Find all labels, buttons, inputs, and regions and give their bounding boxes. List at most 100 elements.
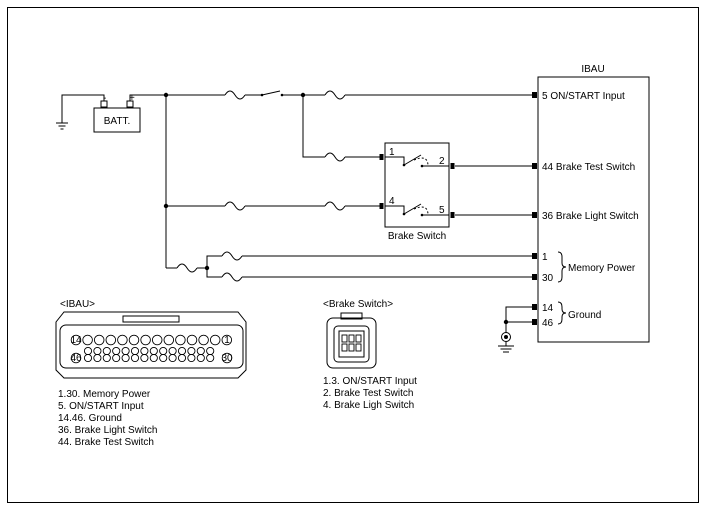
- ibau-connector-pin: [112, 346, 121, 356]
- ibau-connector-pin: [93, 346, 102, 356]
- wire: [385, 205, 405, 214]
- wire: [206, 268, 222, 278]
- ibau-pin-36-label: 36 Brake Light Switch: [542, 211, 639, 222]
- ibau-connector-pin: [70, 352, 82, 364]
- ibau-connector-pin: [168, 353, 177, 363]
- ibau-connector-pin: [121, 346, 130, 356]
- ibau-connector-pin: [140, 334, 151, 346]
- fuse-3: [324, 152, 346, 162]
- ibau-connector-pin-label: 30: [221, 353, 233, 364]
- brake-switch-body: [384, 142, 450, 228]
- ibau-connector-pin: [112, 353, 121, 363]
- ibau-pin-1-label: 1: [542, 252, 548, 263]
- ibau-pin-14-label: 14: [542, 303, 554, 314]
- brake-switch-connector-pin-grid: [341, 334, 362, 352]
- ibau-connector-pin: [196, 353, 205, 363]
- ibau-connector-pin: [83, 346, 93, 356]
- ibau-connector-pin: [102, 346, 111, 356]
- ibau-pin: [532, 319, 537, 325]
- ibau-connector-pin: [177, 353, 187, 363]
- ibau-connector-pin: [151, 334, 163, 346]
- brake-switch-pin-1-label: 1: [389, 147, 395, 158]
- battery-neg-sign: -: [103, 93, 106, 104]
- switch-blade: [403, 154, 422, 166]
- brake-switch-pin: [450, 163, 455, 169]
- brake-switch-connector-title: <Brake Switch>: [323, 299, 393, 310]
- ibau-connector-pin: [187, 353, 196, 363]
- ibau-pin: [532, 304, 537, 310]
- brake-switch-connector-shell: [326, 317, 377, 369]
- brake-switch-connector-pin: [355, 334, 362, 343]
- ibau-connector-pin: [82, 334, 93, 346]
- ibau-connector-pin: [105, 334, 117, 346]
- switch-link: [413, 206, 429, 216]
- ibau-connector-pin: [209, 334, 221, 346]
- ibau-connector-pin: [159, 346, 168, 356]
- ibau-pin: [532, 274, 537, 280]
- ibau-legend-line: 5. ON/START Input: [58, 401, 144, 412]
- brake-switch: 1 2 4 5 Brake Switch: [379, 142, 455, 242]
- battery-label: BATT.: [104, 116, 130, 127]
- ibau-connector-pin: [221, 334, 233, 346]
- ibau-legend-line: 44. Brake Test Switch: [58, 437, 154, 448]
- brake-switch-pin: [379, 154, 384, 160]
- ibau-connector-pin: [198, 334, 209, 346]
- ibau-pin-5-label: 5 ON/START Input: [542, 91, 625, 102]
- brake-switch-connector-cavity: [338, 330, 365, 358]
- ibau-pin: [532, 212, 537, 218]
- ibau-connector-face: [59, 324, 244, 369]
- ibau-connector-pin: [70, 334, 82, 346]
- ibau-connector-pin: [130, 346, 140, 356]
- ibau-connector-latch: [122, 315, 180, 323]
- ibau-connector-pin: [93, 334, 105, 346]
- ibau-connector-pin: [121, 353, 130, 363]
- ibau-connector-pin: [186, 334, 198, 346]
- ground-label: Ground: [568, 310, 601, 321]
- wire-ground-14: [505, 306, 533, 333]
- ibau-connector-pin: [117, 334, 128, 346]
- brake-switch-pin: [450, 212, 455, 218]
- ibau-connector-pin: [221, 352, 233, 364]
- fuse-7: [221, 251, 243, 261]
- brace-ground: [557, 301, 567, 325]
- ibau-connector-pin: [149, 346, 158, 356]
- ibau-pin: [532, 163, 537, 169]
- ibau-connector-pin: [206, 353, 215, 363]
- wire: [206, 255, 222, 268]
- ibau-connector-pin-label: 14: [70, 335, 82, 346]
- ibau-connector-pin: [196, 346, 205, 356]
- brake-switch-connector-pin: [348, 343, 355, 352]
- brake-switch-connector-pin: [355, 343, 362, 352]
- ibau-connector-pin-label: 46: [70, 353, 82, 364]
- brake-switch-pin-2-label: 2: [439, 156, 445, 167]
- brake-switch-connector-latch: [340, 312, 363, 320]
- ibau-connector-pin: [93, 353, 102, 363]
- fuse-2: [324, 90, 346, 100]
- fuse-1: [224, 90, 246, 100]
- brake-switch-label: Brake Switch: [388, 231, 446, 242]
- ibau-connector-pin: [128, 334, 140, 346]
- ibau-connector-title: <IBAU>: [60, 299, 95, 310]
- switch-blade: [403, 203, 422, 215]
- fuse-6: [176, 263, 198, 273]
- brake-switch-pin-4-label: 4: [389, 196, 395, 207]
- switch-link: [413, 157, 429, 167]
- ibau-connector-pin: [83, 353, 93, 363]
- ground-symbol-battery: [56, 122, 68, 130]
- brake-switch-connector-pin: [341, 334, 348, 343]
- wire-branch-brake-switch-1: [302, 95, 325, 158]
- brake-switch-pin: [379, 203, 384, 209]
- fuse-8: [221, 272, 243, 282]
- brake-switch-connector: <Brake Switch> 1.3. ON/START Input 2. Br…: [323, 299, 417, 411]
- ibau-connector-shell: [55, 311, 247, 379]
- ibau-pin-46-label: 46: [542, 318, 554, 329]
- ibau-pin-44-label: 44 Brake Test Switch: [542, 162, 635, 173]
- ibau-connector-pin-grid: [70, 334, 233, 364]
- fuse-5: [324, 201, 346, 211]
- ibau-connector-pin-label: 1: [224, 335, 230, 346]
- wire-battery-ground: [61, 94, 105, 123]
- brace-memory-power: [557, 251, 567, 283]
- ibau-connector-pin: [206, 346, 215, 356]
- brake-switch-connector-pin: [348, 334, 355, 343]
- ibau-pin: [532, 253, 537, 259]
